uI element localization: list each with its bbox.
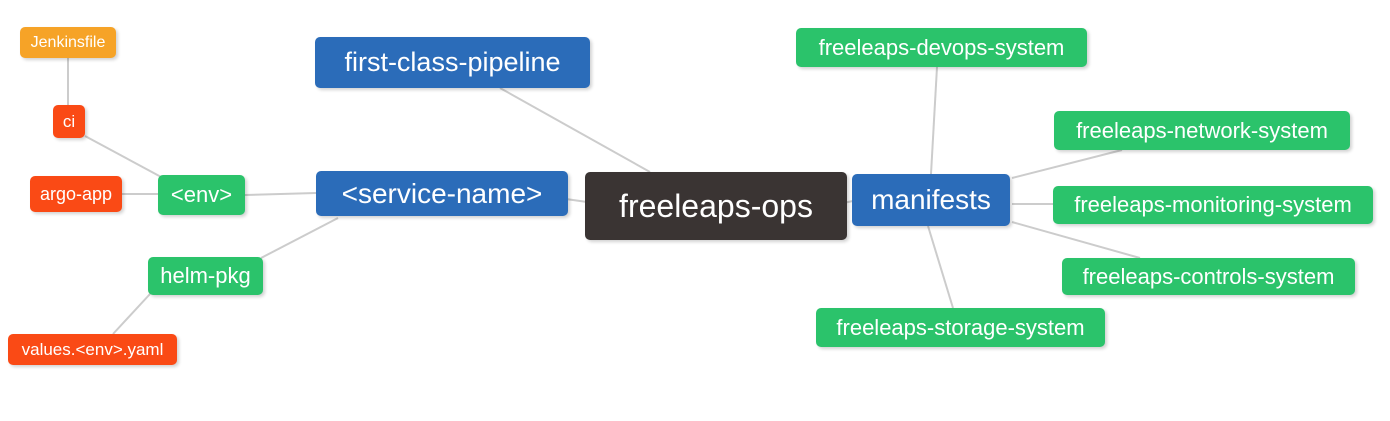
edge-service-name-to-freeleaps-ops [565, 198, 588, 203]
mindmap-node-freeleaps-storage-system[interactable]: freeleaps-storage-system [816, 308, 1105, 347]
edge-ci-to-env [84, 135, 164, 179]
mindmap-node-freeleaps-ops[interactable]: freeleaps-ops [585, 172, 847, 240]
mindmap-node-label: freeleaps-storage-system [836, 314, 1085, 340]
mindmap-node-manifests[interactable]: manifests [852, 174, 1010, 226]
mindmap-node-freeleaps-network-system[interactable]: freeleaps-network-system [1054, 111, 1350, 150]
mindmap-node-label: Jenkinsfile [30, 33, 106, 51]
mindmap-node-env[interactable]: <env> [158, 175, 245, 215]
mindmap-node-label: freeleaps-controls-system [1082, 263, 1335, 289]
mindmap-node-label: <env> [170, 182, 233, 207]
mindmap-node-label: freeleaps-monitoring-system [1074, 192, 1352, 217]
mindmap-node-label: first-class-pipeline [344, 47, 561, 77]
mindmap-node-label: <service-name> [341, 177, 543, 209]
mindmap-node-freeleaps-devops-system[interactable]: freeleaps-devops-system [796, 28, 1087, 67]
mindmap-node-helm-pkg[interactable]: helm-pkg [148, 257, 263, 295]
mindmap-node-label: manifests [871, 184, 991, 215]
mindmap-node-label: ci [62, 112, 76, 131]
edge-manifests-to-freeleaps-network-system [1011, 149, 1123, 179]
mindmap-node-label: helm-pkg [160, 263, 251, 288]
mindmap-node-argo-app[interactable]: argo-app [30, 176, 122, 212]
mindmap-node-freeleaps-controls-system[interactable]: freeleaps-controls-system [1062, 258, 1355, 295]
edge-env-to-service-name [244, 192, 317, 196]
mindmap-node-ci[interactable]: ci [53, 105, 85, 138]
mindmap-node-values-env-yaml[interactable]: values.<env>.yaml [8, 334, 177, 365]
mindmap-node-jenkinsfile[interactable]: Jenkinsfile [20, 27, 116, 58]
edge-manifests-to-freeleaps-controls-system [1011, 221, 1141, 259]
mindmap-node-service-name[interactable]: <service-name> [316, 171, 568, 216]
mindmap-node-first-class-pipeline[interactable]: first-class-pipeline [315, 37, 590, 88]
edge-first-class-pipeline-to-freeleaps-ops [499, 87, 651, 173]
mindmap-node-label: freeleaps-devops-system [818, 34, 1065, 60]
mindmap-node-label: values.<env>.yaml [21, 340, 164, 359]
edge-manifests-to-freeleaps-storage-system [927, 225, 954, 309]
mindmap-node-label: argo-app [39, 184, 113, 204]
mindmap-node-freeleaps-monitoring-system[interactable]: freeleaps-monitoring-system [1053, 186, 1373, 224]
edge-manifests-to-freeleaps-devops-system [930, 66, 938, 175]
mindmap-node-label: freeleaps-ops [619, 188, 813, 224]
edge-helm-pkg-to-values-env-yaml [112, 293, 151, 335]
edge-helm-pkg-to-service-name [260, 217, 339, 259]
mindmap-node-label: freeleaps-network-system [1076, 117, 1328, 143]
